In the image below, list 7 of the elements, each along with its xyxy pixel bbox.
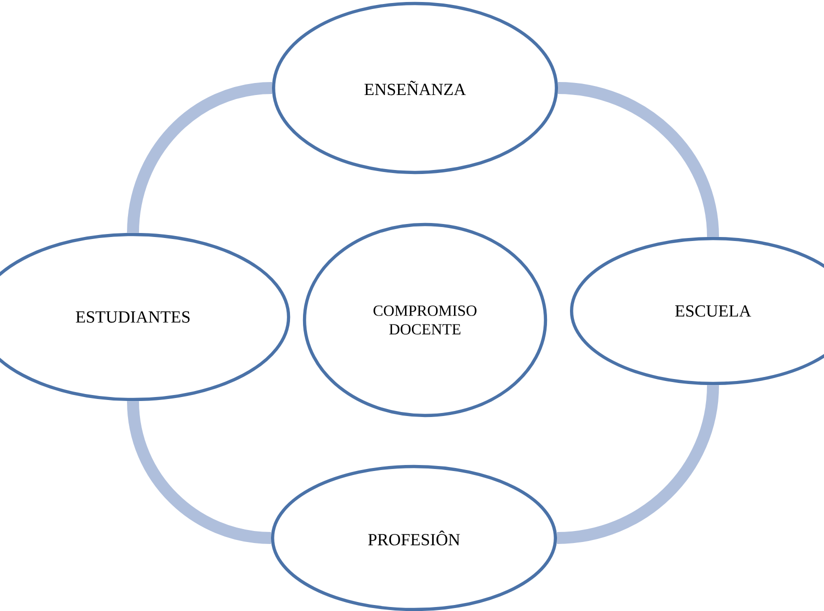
- ring-connector: [556, 384, 719, 544]
- ring-connector: [558, 82, 719, 238]
- ring-connector: [127, 82, 272, 234]
- ellipse-node: ENSEÑANZA: [272, 2, 558, 174]
- ellipse-node: PROFESIÔN: [270, 464, 558, 611]
- ellipse-node: COMPROMISO DOCENTE: [302, 222, 548, 418]
- ring-connector: [127, 400, 272, 544]
